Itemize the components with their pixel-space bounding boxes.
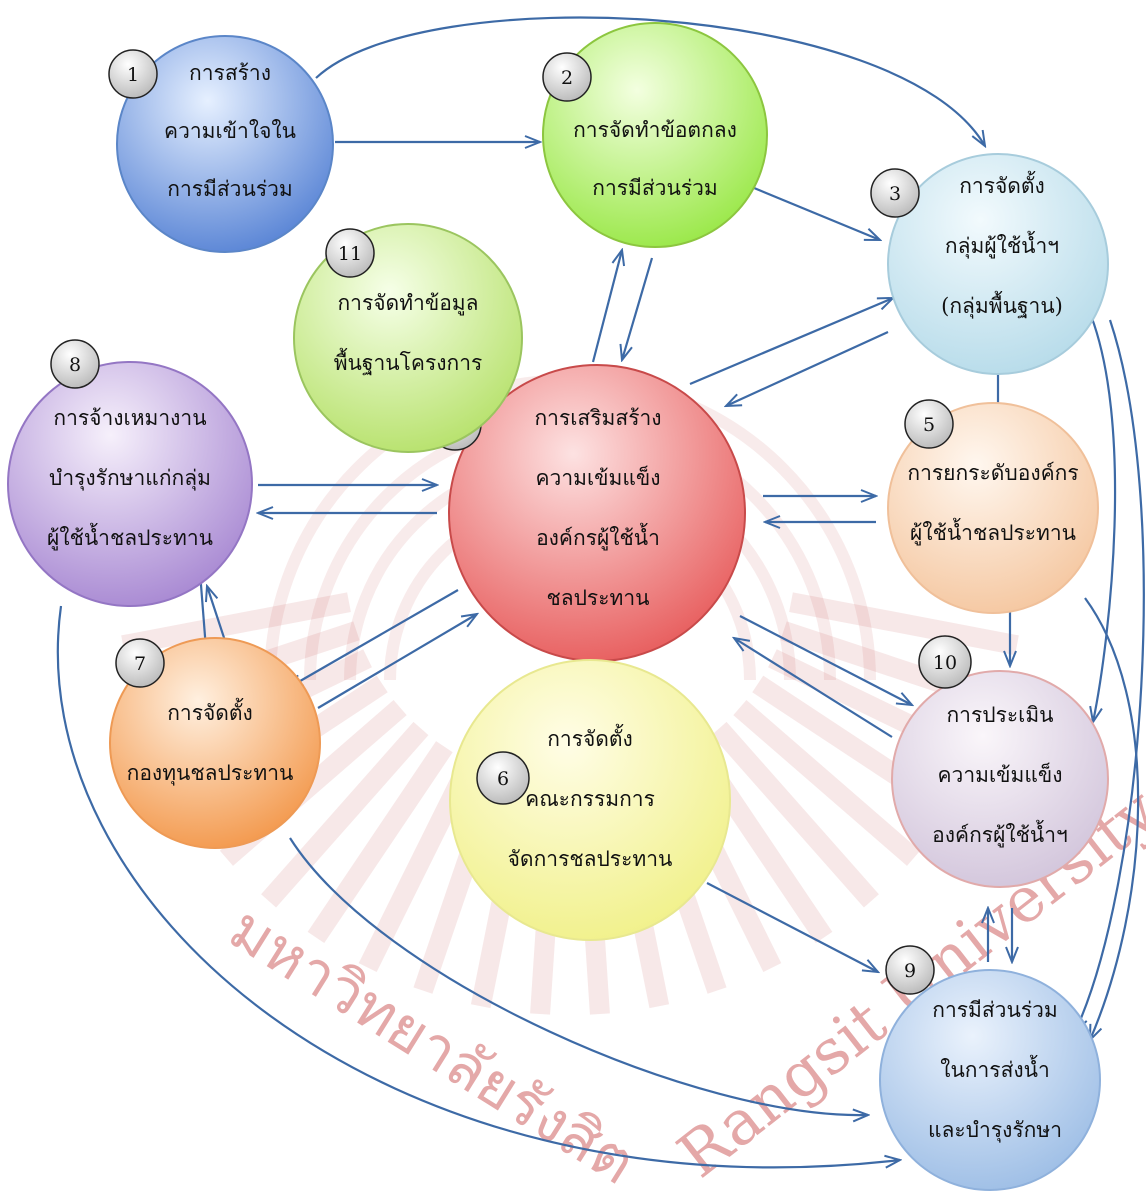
step-number-badge (904, 399, 954, 449)
arrow-4-to-2 (591, 250, 622, 363)
process-circle (116, 35, 334, 253)
process-circle (891, 670, 1109, 888)
arrow-2-to-3 (741, 181, 880, 240)
step-number-badge (115, 638, 165, 688)
process-node-8: การจ้างเหมางานบำรุงรักษาแก่กลุ่มผู้ใช้น้… (7, 339, 253, 607)
process-label-line: องค์กรผู้ใช้น้ำฯ (932, 820, 1068, 848)
process-circle (879, 969, 1101, 1191)
process-label-line: จัดการชลประทาน (508, 847, 673, 871)
process-label-line: และบำรุงรักษา (928, 1118, 1062, 1143)
process-label-line: การเสริมสร้าง (534, 406, 661, 430)
step-number: 7 (134, 653, 146, 675)
process-label-line: การมีส่วนร่วม (592, 176, 718, 200)
step-number-badge (885, 945, 935, 995)
process-label-line: (กลุ่มพื้นฐาน) (941, 291, 1063, 319)
step-number-badge (108, 49, 158, 99)
process-circle (7, 361, 253, 607)
step-number: 10 (933, 652, 957, 674)
process-circle (449, 659, 731, 941)
arrow-3-to-4 (726, 330, 889, 406)
step-number: 11 (338, 243, 362, 265)
arrow-5-to-9 (1084, 597, 1140, 1040)
process-label-line: ความเข้มแข็ง (938, 761, 1063, 787)
arrow-7-to-9 (289, 837, 868, 1115)
step-number: 6 (497, 768, 509, 790)
step-number: 5 (923, 414, 935, 436)
process-circle (887, 402, 1099, 614)
watermark-ray (733, 699, 921, 866)
process-label-line: การยกระดับองค์กร (907, 461, 1078, 485)
arrow-3-to-10 (1086, 307, 1117, 722)
watermark-ray (711, 721, 879, 908)
process-label-line: กองทุนชลประทาน (127, 761, 294, 786)
process-label-line: การสร้าง (189, 61, 271, 85)
step-number-badge (50, 339, 100, 389)
step-number-badge (325, 228, 375, 278)
step-number-badge (476, 751, 530, 805)
process-label-line: คณะกรรมการ (525, 787, 655, 811)
process-label-line: การจัดทำข้อตกลง (573, 118, 737, 142)
process-label-line: การจัดตั้ง (167, 698, 253, 725)
arrow-1-to-3 (315, 16, 985, 146)
step-number: 9 (904, 960, 916, 982)
step-number: 8 (69, 354, 81, 376)
process-label-line: บำรุงรักษาแก่กลุ่ม (49, 466, 211, 491)
arrow-10-to-4 (734, 638, 893, 738)
arrow-8-to-9 (56, 605, 900, 1167)
arrow-4-to-3 (689, 298, 893, 386)
process-circle (542, 22, 768, 248)
watermark-ray (789, 592, 1019, 656)
process-label-line: ในการส่งน้ำ (940, 1055, 1050, 1082)
step-number: 3 (889, 183, 901, 205)
process-label-line: ความเข้าใจใน (164, 119, 296, 143)
process-label-line: การมีส่วนร่วม (932, 998, 1058, 1022)
process-label-line: การจัดตั้ง (547, 724, 633, 751)
watermark-ray (307, 741, 453, 944)
step-number-badge (870, 168, 920, 218)
step-number: 1 (127, 64, 139, 86)
process-label-line: พื้นฐานโครงการ (334, 348, 483, 375)
process-label-line: ผู้ใช้น้ำชลประทาน (910, 518, 1076, 546)
arrow-2-to-4 (622, 257, 654, 360)
process-circle (109, 637, 321, 849)
arrow-3-to-9 (1075, 319, 1145, 1032)
process-label-line: องค์กรผู้ใช้น้ำ (536, 523, 660, 551)
process-node-5: การยกระดับองค์กรผู้ใช้น้ำชลประทาน 5 (887, 399, 1099, 614)
process-label-line: ผู้ใช้น้ำชลประทาน (47, 523, 213, 551)
step-number-badge (918, 635, 972, 689)
process-circle (887, 153, 1109, 375)
watermark-ray (358, 757, 479, 972)
process-label-line: การจ้างเหมางาน (53, 406, 206, 430)
process-label-line: การประเมิน (946, 703, 1053, 727)
process-label-line: การมีส่วนร่วม (167, 177, 293, 201)
process-label-line: ความเข้มแข็ง (536, 464, 661, 490)
arrow-4-to-7 (288, 589, 459, 688)
process-node-11: การจัดทำข้อมูลพื้นฐานโครงการ 11 (293, 223, 523, 453)
watermark-ray (261, 721, 429, 908)
process-node-3: การจัดตั้งกลุ่มผู้ใช้น้ำฯ (กลุ่มพื้นฐาน) 3 (870, 153, 1109, 375)
watermark-ray (121, 592, 351, 656)
arrow-4-to-10 (739, 615, 912, 705)
arrow-6-to-9 (706, 882, 878, 972)
connector-arrows (56, 16, 1145, 1168)
step-number: 2 (561, 67, 573, 89)
process-label-line: กลุ่มผู้ใช้น้ำฯ (945, 231, 1059, 259)
step-number-badge (542, 52, 592, 102)
process-circle (293, 223, 523, 453)
arrow-7-to-4 (317, 614, 477, 709)
process-label-line: ชลประทาน (546, 586, 649, 610)
process-label-line: การจัดทำข้อมูล (337, 291, 478, 316)
process-label-line: การจัดตั้ง (959, 171, 1045, 198)
